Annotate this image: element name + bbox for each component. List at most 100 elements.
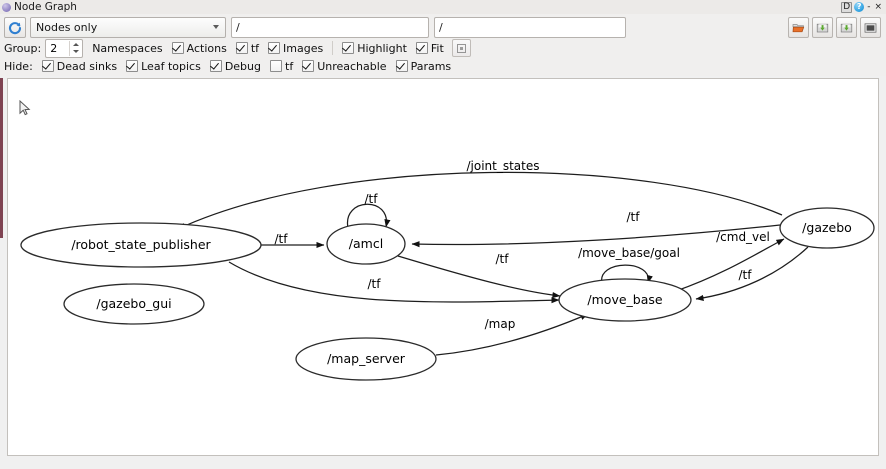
- edge-label-amcl-movebase-tf: /tf: [496, 252, 510, 266]
- close-button[interactable]: ×: [874, 1, 882, 12]
- save-dot-icon: [816, 23, 829, 32]
- checkbox-unreachable-box[interactable]: [302, 60, 315, 72]
- save-dot-button[interactable]: [812, 17, 833, 38]
- checkbox-highlight-box[interactable]: [342, 42, 355, 54]
- checkbox-dead-sinks-box[interactable]: [41, 60, 54, 72]
- help-icon[interactable]: ?: [854, 2, 865, 12]
- checkbox-hide-tf[interactable]: tf: [270, 60, 293, 73]
- edge-cmd-vel: [675, 238, 785, 292]
- checkbox-fit-label: Fit: [430, 41, 444, 55]
- checkbox-leaf-topics-label: Leaf topics: [141, 59, 201, 73]
- edge-label-joint-states: /joint_states: [466, 159, 539, 173]
- checkbox-images-label: Images: [283, 41, 324, 55]
- edge-label-map: /map: [485, 317, 516, 331]
- options-row: Group: 2 Namespaces Actions tf Images: [4, 38, 471, 58]
- toolbar-row-filters: Nodes only / /: [4, 17, 626, 38]
- stepper-down-icon[interactable]: [72, 50, 79, 54]
- checkbox-params[interactable]: Params: [395, 60, 451, 73]
- edge-label-movebase-goal: /move_base/goal: [578, 246, 680, 260]
- node-label-map-server: /map_server: [327, 351, 406, 366]
- group-stepper-arrows[interactable]: [69, 40, 81, 56]
- toolbar: Nodes only / /: [0, 14, 886, 76]
- minimize-button[interactable]: -: [867, 1, 871, 12]
- edge-joint-states: [177, 171, 783, 230]
- node-label-gazebo: /gazebo: [802, 220, 852, 235]
- checkbox-unreachable[interactable]: Unreachable: [302, 59, 387, 73]
- edge-gazebo-amcl-tf: [411, 224, 781, 248]
- checkbox-tf-label: tf: [250, 41, 260, 55]
- checkbox-actions[interactable]: Actions: [171, 41, 227, 55]
- filter-include-value: /: [236, 21, 240, 34]
- node-move-base[interactable]: /move_base: [558, 278, 692, 322]
- namespaces-label[interactable]: Namespaces: [92, 41, 163, 55]
- checkbox-highlight[interactable]: Highlight: [342, 42, 407, 55]
- checkbox-fit-box[interactable]: [415, 42, 428, 54]
- open-file-button[interactable]: [788, 17, 809, 38]
- edge-label-rsp-movebase-tf: /tf: [368, 277, 382, 291]
- graph-edges: [177, 171, 809, 356]
- dock-button[interactable]: D: [841, 1, 853, 13]
- filter-include-input[interactable]: /: [231, 17, 429, 38]
- edge-rsp-movebase-tf: [228, 261, 560, 304]
- screenshot-icon: [864, 22, 877, 33]
- checkbox-images-box[interactable]: [268, 42, 281, 54]
- checkbox-tf[interactable]: tf: [235, 41, 260, 55]
- stepper-up-icon[interactable]: [72, 42, 79, 46]
- checkbox-leaf-topics-box[interactable]: [126, 60, 139, 72]
- title-bar-controls: D ? - ×: [841, 1, 886, 13]
- checkbox-params-box[interactable]: [395, 60, 408, 72]
- checkbox-highlight-label: Highlight: [357, 41, 407, 55]
- filter-exclude-input[interactable]: /: [434, 17, 626, 38]
- save-image-button[interactable]: [836, 17, 857, 38]
- edge-label-amcl-self-tf: /tf: [365, 192, 379, 206]
- fit-in-view-icon: [456, 43, 466, 53]
- edge-label-gazebo-amcl-tf: /tf: [627, 210, 641, 224]
- screenshot-button[interactable]: [860, 17, 881, 38]
- checkbox-images[interactable]: Images: [268, 42, 323, 55]
- hide-label: Hide:: [4, 59, 33, 73]
- graph-mode-select[interactable]: Nodes only: [30, 17, 226, 38]
- node-map-server[interactable]: /map_server: [295, 337, 437, 381]
- checkbox-fit[interactable]: Fit: [415, 41, 444, 55]
- node-robot-state-publisher[interactable]: /robot_state_publisher: [20, 222, 262, 268]
- edge-map: [435, 313, 589, 356]
- checkbox-debug-box[interactable]: [209, 60, 222, 72]
- title-bar: Node Graph D ? - ×: [0, 0, 886, 15]
- mouse-pointer-icon: [19, 100, 31, 116]
- node-label-robot-state-publisher: /robot_state_publisher: [71, 237, 211, 252]
- folder-open-icon: [792, 23, 805, 32]
- window-title: Node Graph: [14, 1, 77, 13]
- app-icon: [2, 2, 11, 12]
- edge-amcl-self-tf: [347, 203, 391, 229]
- checkbox-dead-sinks-label: Dead sinks: [56, 59, 118, 73]
- checkbox-actions-box[interactable]: [171, 42, 184, 54]
- edge-gazebo-movebase-tf: [695, 246, 809, 301]
- group-stepper[interactable]: 2: [45, 38, 84, 58]
- refresh-button[interactable]: [4, 17, 26, 38]
- checkbox-hide-tf-label: tf: [285, 59, 294, 73]
- toolbar-divider: [332, 41, 334, 55]
- group-label: Group:: [4, 41, 42, 55]
- checkbox-hide-tf-box[interactable]: [270, 60, 282, 72]
- checkbox-unreachable-label: Unreachable: [317, 59, 387, 73]
- ros-node-graph: /robot_state_publisher /gazebo_gui /amcl…: [20, 159, 875, 381]
- edge-label-cmd-vel: /cmd_vel: [716, 230, 770, 244]
- group-value: 2: [50, 41, 58, 55]
- checkbox-leaf-topics[interactable]: Leaf topics: [126, 60, 201, 73]
- checkbox-tf-box[interactable]: [235, 42, 248, 54]
- graph-canvas[interactable]: /robot_state_publisher /gazebo_gui /amcl…: [7, 78, 879, 456]
- edge-movebase-self-goal: [601, 264, 653, 285]
- edge-label-rsp-amcl-tf: /tf: [275, 232, 289, 246]
- refresh-icon: [8, 21, 22, 34]
- node-gazebo[interactable]: /gazebo: [779, 207, 875, 249]
- checkbox-actions-label: Actions: [186, 41, 227, 55]
- edge-amcl-movebase-tf: [397, 255, 561, 299]
- checkbox-dead-sinks[interactable]: Dead sinks: [41, 59, 118, 73]
- filter-exclude-value: /: [439, 21, 443, 34]
- checkbox-debug[interactable]: Debug: [209, 60, 261, 73]
- fit-in-view-button[interactable]: [451, 39, 471, 57]
- graph-mode-value: Nodes only: [36, 21, 98, 34]
- node-amcl[interactable]: /amcl: [326, 223, 406, 265]
- graph-edge-labels: /joint_states /tf /tf /tf /tf /tf /move_…: [275, 159, 770, 331]
- node-gazebo-gui[interactable]: /gazebo_gui: [63, 283, 205, 325]
